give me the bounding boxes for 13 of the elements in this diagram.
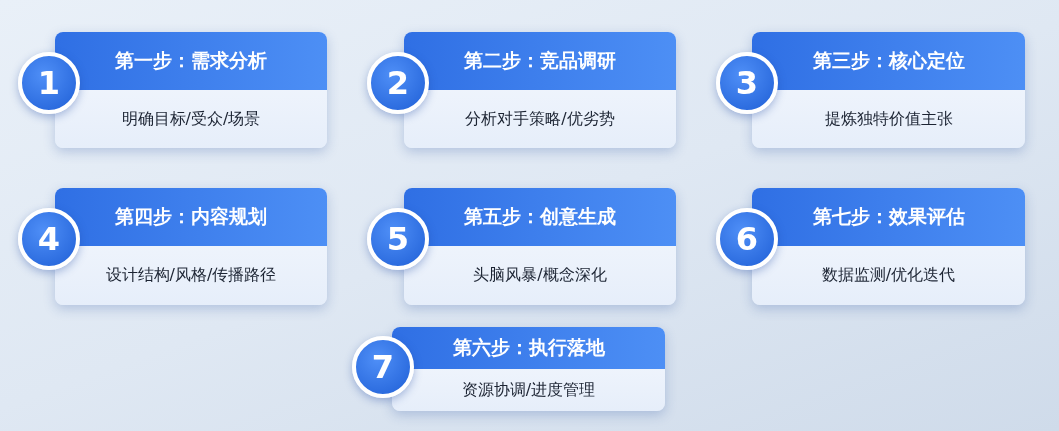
step-number-badge: 7 (352, 336, 414, 398)
step-description: 数据监测/优化迭代 (820, 264, 957, 286)
step-card (392, 327, 665, 411)
step-description: 明确目标/受众/场景 (120, 107, 262, 130)
step-title: 第六步：执行落地 (392, 327, 665, 369)
step-description: 设计结构/风格/传播路径 (104, 264, 278, 286)
step-description: 提炼独特价值主张 (823, 107, 954, 130)
step-description: 分析对手策略/优劣势 (464, 107, 616, 130)
step-number-badge: 2 (367, 52, 429, 114)
step-description: 头脑风暴/概念深化 (472, 264, 608, 286)
step-title: 第一步：需求分析 (55, 32, 327, 90)
step-description: 资源协调/进度管理 (460, 378, 597, 401)
step-number-badge: 1 (18, 52, 80, 114)
